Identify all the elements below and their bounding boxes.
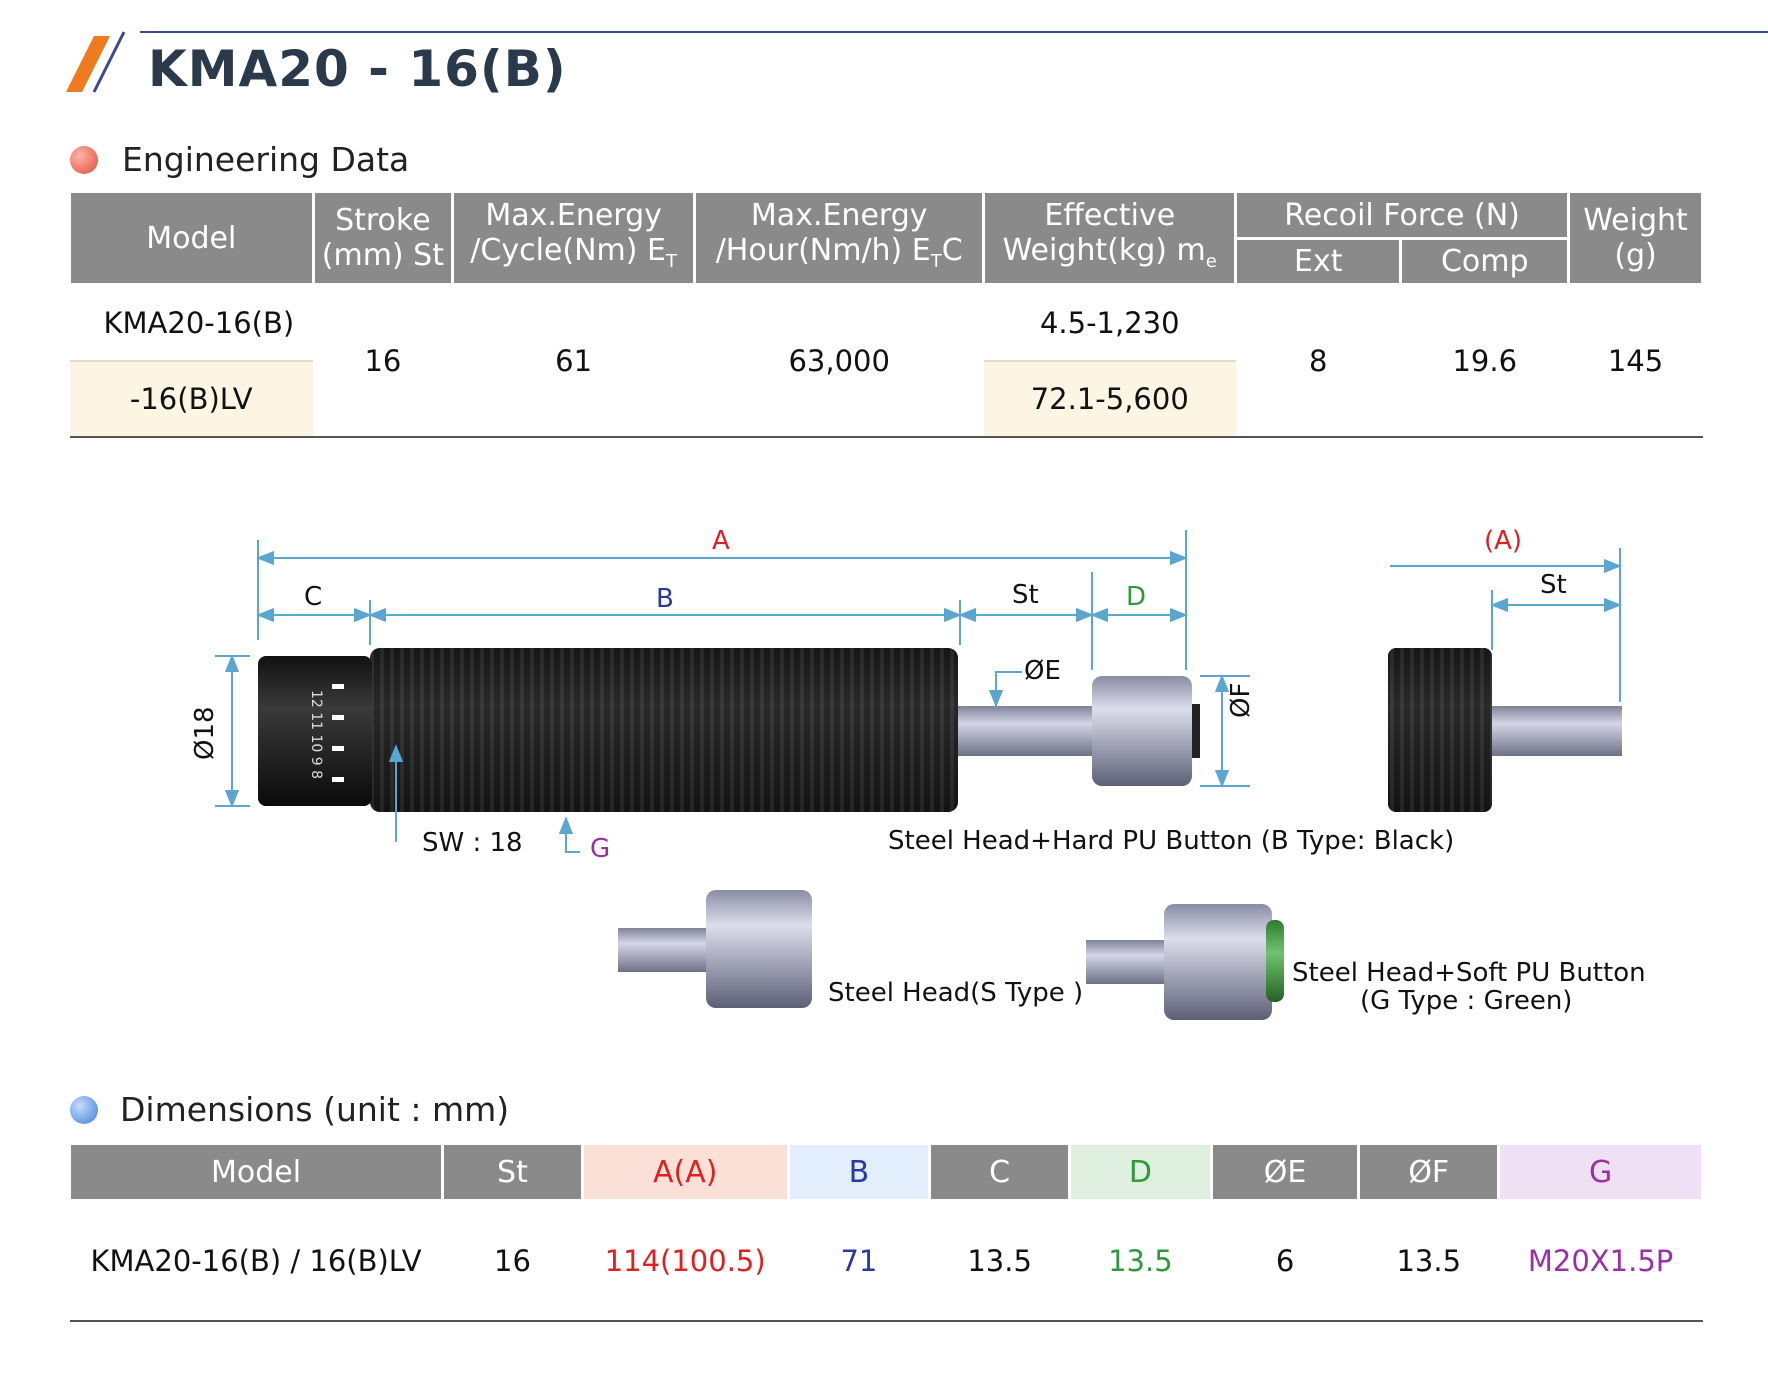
g-type-rod bbox=[1086, 940, 1166, 984]
dim-col-model: Model bbox=[67, 1142, 445, 1202]
dim-col-e: ØE bbox=[1209, 1142, 1361, 1202]
shock-absorber-drawing: 12 11 10 9 8 bbox=[215, 530, 1622, 1020]
dial-label: 12 11 10 9 8 bbox=[308, 690, 324, 779]
dim-g: M20X1.5P bbox=[1527, 1244, 1674, 1278]
dim-a-paren-label: (A) bbox=[1484, 526, 1523, 556]
header-rule bbox=[140, 31, 1768, 33]
dim-col-a: A(A) bbox=[580, 1142, 790, 1202]
title-slash-icon bbox=[66, 31, 126, 93]
dim-col-c: C bbox=[928, 1142, 1071, 1202]
dimensions-table: Model St A(A) B C D ØE ØF G KMA20-16(B) … bbox=[67, 1142, 1704, 1322]
table-row: KMA20-16(B) / 16(B)LV 16 114(100.5) 71 1… bbox=[70, 1201, 1703, 1322]
dim-a-label: A bbox=[712, 526, 730, 556]
comp-value: 19.6 bbox=[1452, 344, 1518, 378]
g-label: G bbox=[590, 834, 611, 864]
eff-weight-1: 4.5-1,230 bbox=[983, 284, 1236, 362]
eff-weight-2: 72.1-5,600 bbox=[983, 361, 1236, 437]
dim-a: 114(100.5) bbox=[604, 1244, 766, 1278]
dim-e: 6 bbox=[1275, 1244, 1295, 1278]
page-title: KMA20 - 16(B) bbox=[148, 40, 567, 98]
col-model: Model bbox=[68, 190, 315, 286]
dim-e-label: ØE bbox=[1024, 656, 1061, 686]
rod bbox=[955, 706, 1095, 756]
dim-col-d: D bbox=[1068, 1142, 1213, 1202]
dim-st: 16 bbox=[494, 1244, 531, 1278]
weight-value: 145 bbox=[1607, 344, 1664, 378]
red-dot-icon bbox=[70, 146, 98, 174]
s-type-caption: Steel Head(S Type ) bbox=[828, 978, 1084, 1008]
dim-st2-label: St bbox=[1540, 570, 1567, 600]
col-stroke: Stroke(mm) St bbox=[311, 190, 455, 286]
g-type-caption-2: (G Type : Green) bbox=[1360, 986, 1573, 1016]
dim-f: 13.5 bbox=[1396, 1244, 1462, 1278]
dimensions-title: Dimensions (unit : mm) bbox=[120, 1090, 510, 1129]
dim-col-f: ØF bbox=[1357, 1142, 1501, 1202]
dim-b: 71 bbox=[840, 1244, 878, 1278]
dim-f-label: ØF bbox=[1226, 682, 1256, 718]
col-weight: Weight(g) bbox=[1567, 190, 1704, 286]
dim-b-label: B bbox=[656, 584, 674, 614]
dim-model: KMA20-16(B) / 16(B)LV bbox=[90, 1244, 422, 1278]
g-type-green-button bbox=[1266, 920, 1284, 1002]
dim-d: 13.5 bbox=[1108, 1244, 1173, 1278]
s-type-rod bbox=[618, 928, 710, 972]
energy-hour-value: 63,000 bbox=[788, 344, 890, 378]
dim-col-b: B bbox=[786, 1142, 932, 1202]
model-1: KMA20-16(B) bbox=[69, 284, 313, 362]
g-type-head bbox=[1164, 904, 1272, 1020]
col-comp: Comp bbox=[1399, 237, 1571, 286]
side-rod bbox=[1492, 706, 1622, 756]
ext-value: 8 bbox=[1309, 344, 1328, 378]
blue-dot-icon bbox=[70, 1096, 98, 1124]
b-type-caption: Steel Head+Hard PU Button (B Type: Black… bbox=[888, 826, 1455, 856]
col-ext: Ext bbox=[1234, 237, 1403, 286]
g-type-caption-1: Steel Head+Soft PU Button bbox=[1292, 958, 1646, 988]
dim-18-label: Ø18 bbox=[190, 706, 220, 760]
dim-col-st: St bbox=[441, 1142, 584, 1202]
stroke-value: 16 bbox=[364, 344, 402, 378]
dim-col-g: G bbox=[1497, 1142, 1704, 1202]
model-2: -16(B)LV bbox=[69, 361, 313, 437]
steel-head bbox=[1092, 676, 1192, 786]
col-recoil: Recoil Force (N) bbox=[1234, 190, 1571, 240]
col-energy-cycle: Max.Energy/Cycle(Nm) ET bbox=[451, 190, 696, 286]
energy-cycle-value: 61 bbox=[555, 344, 593, 378]
engineering-title: Engineering Data bbox=[122, 140, 410, 179]
lock-nut bbox=[258, 656, 372, 806]
dim-d-label: D bbox=[1126, 582, 1147, 612]
sw-label: SW : 18 bbox=[422, 828, 523, 858]
s-type-head bbox=[706, 890, 812, 1008]
col-energy-hour: Max.Energy/Hour(Nm/h) ETC bbox=[692, 190, 986, 286]
engineering-table: Model Stroke(mm) St Max.Energy/Cycle(Nm)… bbox=[68, 190, 1704, 438]
rod-shaded-end bbox=[1190, 704, 1200, 758]
dim-c: 13.5 bbox=[967, 1244, 1032, 1278]
dim-c-label: C bbox=[304, 582, 323, 612]
dim-st-label: St bbox=[1012, 580, 1039, 610]
